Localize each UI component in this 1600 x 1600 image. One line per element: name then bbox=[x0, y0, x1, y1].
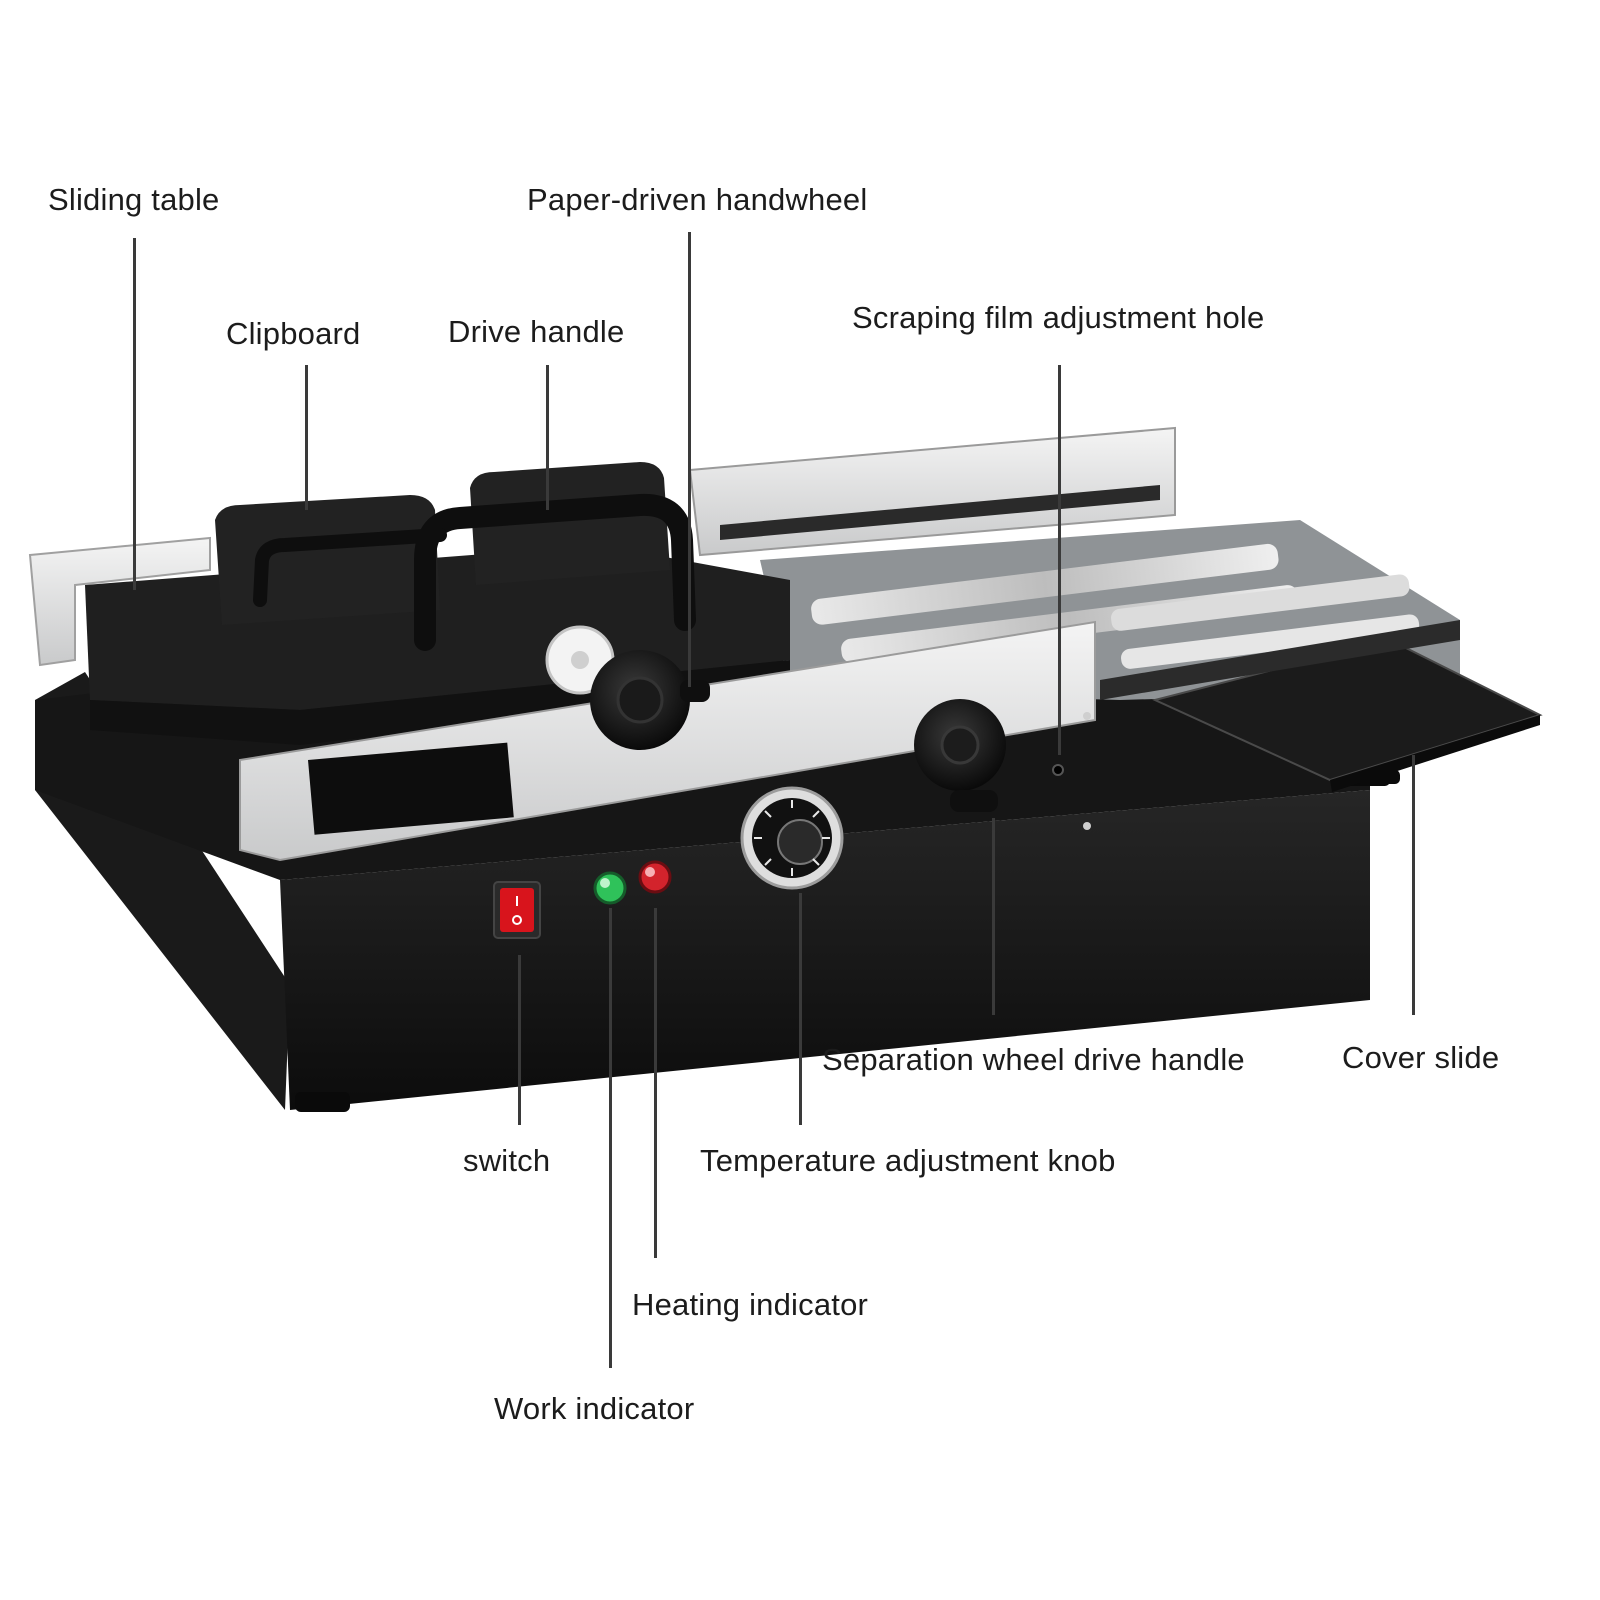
panel-screw bbox=[1083, 712, 1091, 720]
clipboard-plate bbox=[215, 495, 440, 625]
scraping-film-hole bbox=[1052, 764, 1064, 776]
label-switch: switch bbox=[463, 1143, 551, 1178]
leader-line-clipboard bbox=[305, 365, 308, 510]
roller bbox=[1111, 574, 1410, 631]
drive-handle-bar bbox=[414, 493, 696, 651]
label-work-indicator: Work indicator bbox=[494, 1391, 695, 1426]
cover-slide-rail bbox=[1100, 620, 1460, 700]
leader-line-switch bbox=[518, 955, 521, 1125]
separation-wheel-handle bbox=[950, 790, 998, 812]
panel-screw bbox=[1083, 822, 1091, 830]
temperature-dial-ticks bbox=[754, 800, 830, 876]
machine-foot bbox=[1360, 770, 1400, 784]
label-drive-handle: Drive handle bbox=[448, 314, 625, 349]
leader-line-work-indicator bbox=[609, 908, 612, 1368]
clipboard-plate bbox=[470, 462, 670, 585]
leader-line-paper-driven-handwheel bbox=[688, 232, 691, 687]
label-heating-indicator: Heating indicator bbox=[632, 1287, 869, 1322]
label-cover-slide: Cover slide bbox=[1342, 1040, 1500, 1075]
leader-line-drive-handle bbox=[546, 365, 549, 510]
separation-wheel-hub bbox=[940, 725, 980, 765]
drive-handle-bar bbox=[253, 528, 447, 607]
label-separation-wheel-drive-handle: Separation wheel drive handle bbox=[822, 1042, 1245, 1077]
leader-line-heating-indicator bbox=[654, 908, 657, 1258]
paper-driven-handwheel-hub bbox=[616, 676, 664, 724]
work-indicator-light bbox=[593, 871, 627, 905]
label-clipboard: Clipboard bbox=[226, 316, 361, 351]
roller bbox=[811, 543, 1279, 625]
axle-cap-center bbox=[571, 651, 589, 669]
roller bbox=[1121, 614, 1420, 669]
leader-line-scraping-film-hole bbox=[1058, 365, 1061, 755]
label-scraping-film-adjustment-hole: Scraping film adjustment hole bbox=[852, 300, 1265, 335]
front-rail-label-plate bbox=[308, 742, 514, 835]
machine-foot bbox=[295, 1092, 350, 1112]
label-sliding-table: Sliding table bbox=[48, 182, 220, 217]
sliding-table-frame bbox=[28, 536, 211, 667]
leader-line-cover-slide bbox=[1412, 755, 1415, 1015]
leader-line-temperature-knob bbox=[799, 893, 802, 1125]
label-temperature-adjustment-knob: Temperature adjustment knob bbox=[700, 1143, 1116, 1178]
work-indicator-highlight bbox=[600, 878, 610, 888]
power-switch bbox=[500, 888, 534, 932]
label-paper-driven-handwheel: Paper-driven handwheel bbox=[527, 182, 868, 217]
heating-indicator-light bbox=[638, 860, 672, 894]
paper-driven-handwheel-grip bbox=[680, 680, 710, 702]
machine-body bbox=[280, 790, 1370, 1110]
power-switch-mark bbox=[512, 915, 522, 925]
rear-rail-slot bbox=[720, 485, 1160, 540]
heating-indicator-highlight bbox=[645, 867, 655, 877]
leader-line-separation-handle bbox=[992, 818, 995, 1015]
temperature-dial-knob bbox=[777, 819, 823, 865]
leader-line-sliding-table bbox=[133, 238, 136, 590]
